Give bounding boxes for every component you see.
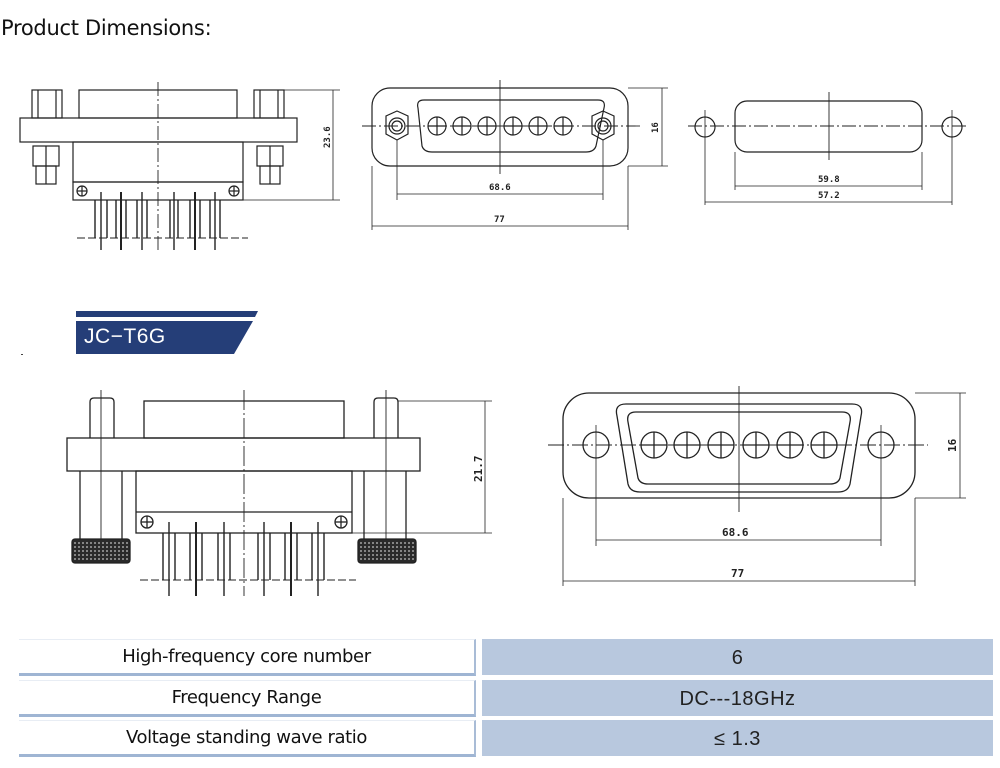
dim-cutout-width: 59.8: [818, 175, 840, 185]
front-view-top: [362, 80, 668, 230]
spec-value: 6: [482, 639, 993, 675]
page-heading: Product Dimensions:: [1, 16, 212, 40]
dim-height-top: 16: [651, 122, 661, 133]
stray-dot: [21, 354, 23, 355]
spec-row: Frequency Range DC---18GHz: [19, 680, 994, 717]
dim-hole-spacing: 57.2: [818, 191, 840, 201]
model-banner: [76, 311, 258, 354]
spec-value: DC---18GHz: [482, 680, 993, 716]
spec-row: Voltage standing wave ratio ≤ 1.3: [19, 720, 994, 757]
dim-side-height-top: 23.6: [323, 126, 333, 148]
contacts-bottom: [640, 431, 838, 459]
top-drawings: 23.6 68.6 77 16: [19, 80, 968, 250]
spec-label: Frequency Range: [19, 680, 476, 717]
front-view-bottom: [548, 386, 966, 586]
dim-width-bottom: 77: [731, 567, 744, 580]
spec-label: Voltage standing wave ratio: [19, 720, 476, 757]
dim-side-height-bottom: 21.7: [472, 456, 485, 483]
side-view-top: [19, 82, 340, 250]
model-label: JC−T6G: [84, 325, 166, 348]
panel-cutout: [688, 92, 968, 205]
dim-height-bottom: 16: [946, 438, 959, 452]
dim-pitch-top: 68.6: [489, 183, 511, 193]
spec-row: High-frequency core number 6: [19, 639, 994, 676]
pins-bottom: [162, 522, 325, 596]
dim-width-top: 77: [494, 215, 505, 225]
dim-pitch-bottom: 68.6: [722, 526, 749, 539]
contacts-top: [427, 116, 573, 136]
spec-value: ≤ 1.3: [482, 720, 993, 756]
pins-top: [94, 192, 221, 250]
spec-label: High-frequency core number: [19, 639, 476, 676]
side-view-bottom: [66, 390, 492, 596]
